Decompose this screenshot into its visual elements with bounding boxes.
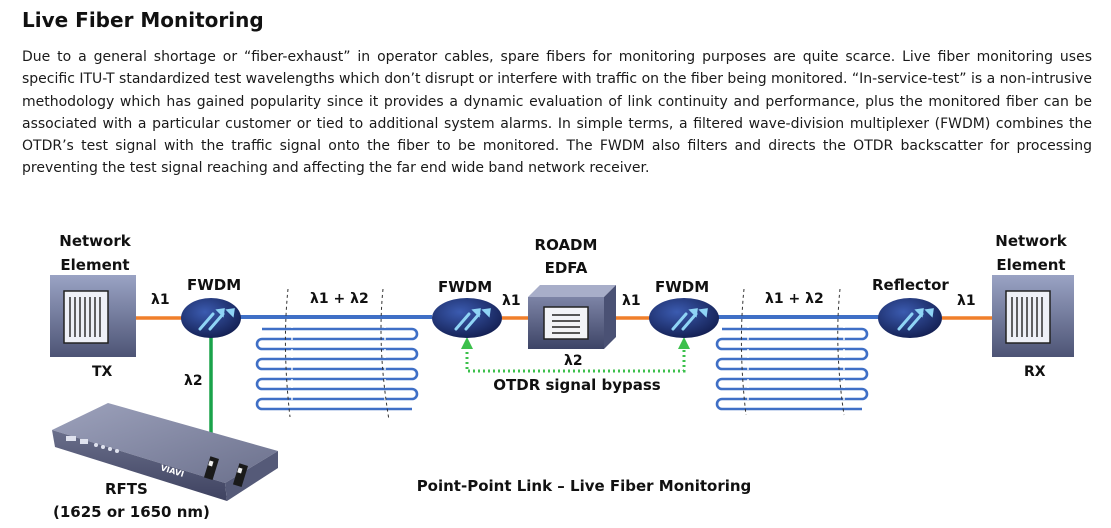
page-title: Live Fiber Monitoring: [22, 8, 264, 32]
otdr-bypass-label: OTDR signal bypass: [493, 376, 660, 394]
lambda1-label-tx: λ1: [151, 292, 170, 308]
arrow-icon: [454, 308, 491, 331]
fwdm-node-2: [432, 298, 502, 338]
tx-label: TX: [92, 364, 113, 380]
fiber-monitoring-diagram: VIAVI Network Element TX Network Element…: [50, 232, 1074, 521]
ne-right-label-2: Element: [996, 256, 1065, 274]
arrow-icon: [897, 308, 934, 331]
arrow-icon: [198, 308, 235, 331]
rfts-label: RFTS: [105, 480, 148, 498]
lambda1-label-fwdm3: λ1: [622, 293, 641, 309]
lambda12-label-right: λ1 + λ2: [765, 291, 824, 307]
edfa-label: EDFA: [545, 259, 588, 277]
fiber-bundle-left: [233, 288, 432, 421]
reflector-node: [878, 298, 942, 338]
fiber-bundle-right: [708, 288, 882, 416]
fwdm-2-label: FWDM: [438, 278, 492, 296]
rfts-device: VIAVI: [52, 403, 278, 501]
rfts-wavelength-label: (1625 or 1650 nm): [53, 503, 210, 521]
arrow-icon: [671, 308, 708, 331]
lambda1-label-rx: λ1: [957, 293, 976, 309]
ne-left-label-1: Network: [59, 232, 131, 250]
fwdm-node-1: [181, 298, 241, 338]
lambda2-label-bypass: λ2: [564, 353, 583, 369]
network-element-rx: [992, 275, 1074, 357]
lambda2-label-rfts: λ2: [184, 373, 203, 389]
diagram-caption: Point-Point Link – Live Fiber Monitoring: [417, 477, 752, 495]
rx-label: RX: [1024, 364, 1046, 380]
lambda12-label-left: λ1 + λ2: [310, 291, 369, 307]
reflector-label: Reflector: [872, 276, 949, 294]
fwdm-3-label: FWDM: [655, 278, 709, 296]
roadm-label: ROADM: [535, 236, 598, 254]
network-element-tx: [50, 275, 136, 357]
roadm-edfa-unit: [528, 285, 616, 349]
otdr-bypass-path: [461, 337, 690, 373]
fwdm-1-label: FWDM: [187, 276, 241, 294]
ne-left-label-2: Element: [60, 256, 129, 274]
lambda1-label-fwdm2: λ1: [502, 293, 521, 309]
intro-paragraph: Due to a general shortage or “fiber-exha…: [22, 49, 1092, 177]
ne-right-label-1: Network: [995, 232, 1067, 250]
fwdm-node-3: [649, 298, 719, 338]
